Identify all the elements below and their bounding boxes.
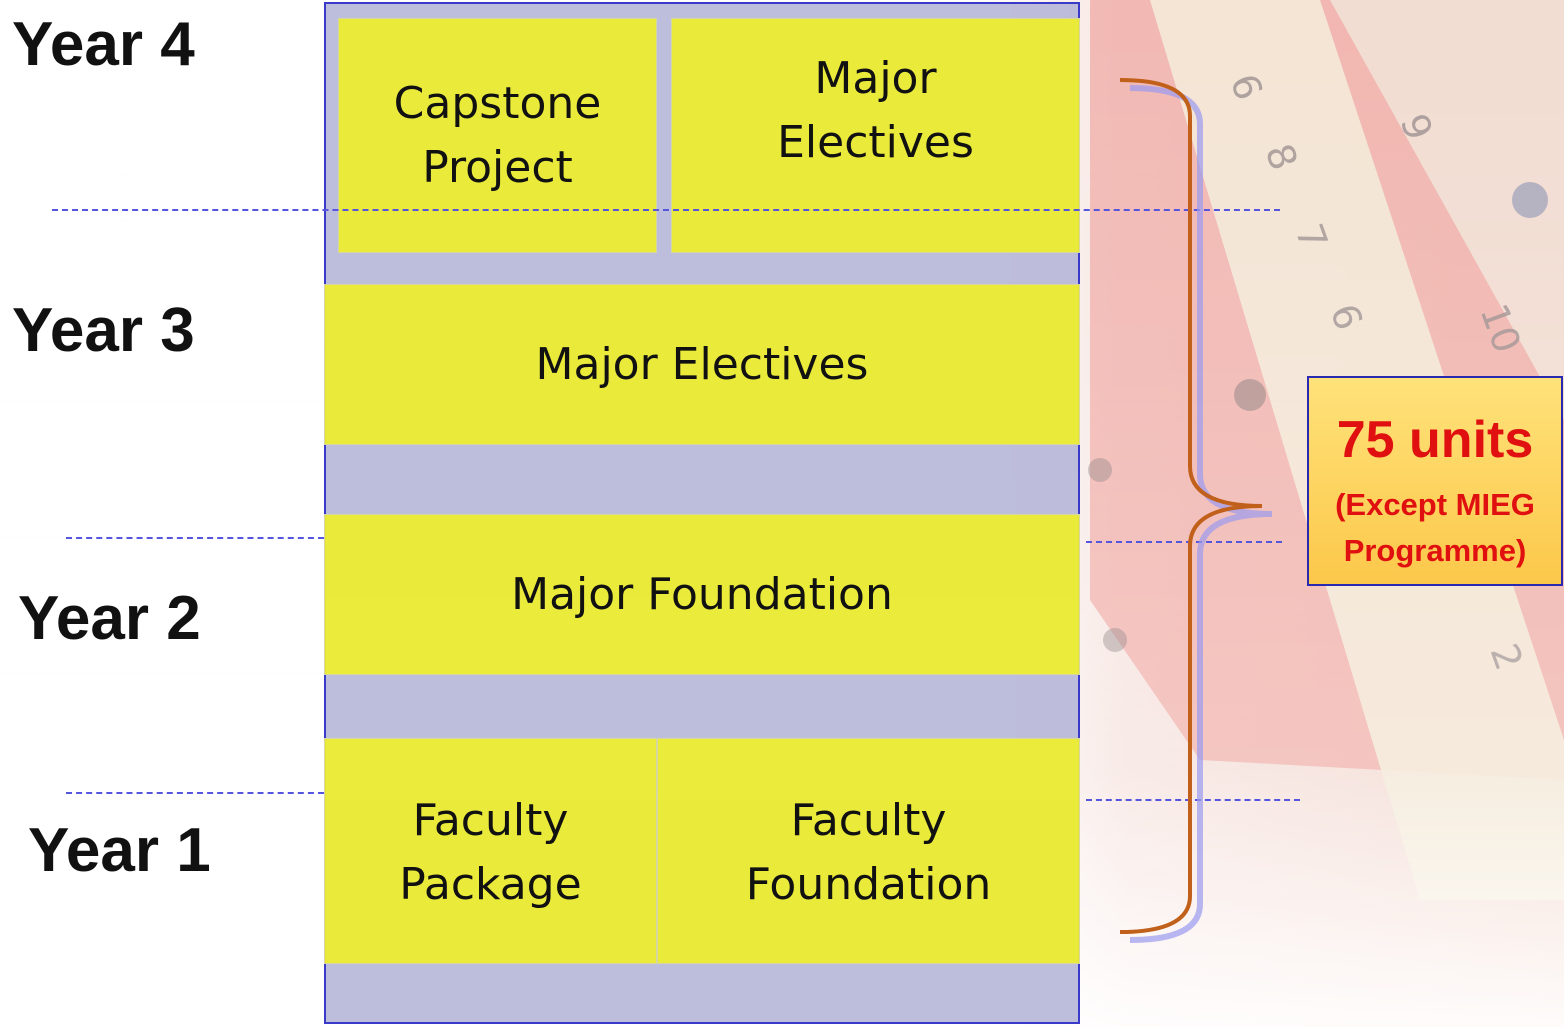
units-note-line-2: Programme) (1343, 533, 1527, 568)
separator-year4-year3-left (52, 209, 1280, 211)
major-electives-year4-block: Major Electives (671, 18, 1080, 253)
capstone-line-1: Capstone (393, 77, 602, 129)
units-callout: 75 units (Except MIEG Programme) (1307, 376, 1563, 586)
faculty-package-line-1: Faculty (412, 795, 569, 846)
faculty-package-block: Faculty Package (324, 738, 657, 964)
units-note-line-1: (Except MIEG (1335, 487, 1535, 522)
separator-year3-year2-right (1086, 541, 1282, 543)
faculty-foundation-line-1: Faculty (790, 795, 947, 846)
year-4-label: Year 4 (12, 10, 195, 79)
capstone-project-block: Capstone Project (338, 18, 657, 253)
major-electives-y3-label: Major Electives (535, 338, 869, 390)
faculty-foundation-block: Faculty Foundation (657, 738, 1080, 964)
separator-year3-year2-left (66, 537, 324, 539)
year-1-label: Year 1 (28, 816, 211, 885)
major-electives-y4-line-1: Major (814, 53, 937, 104)
capstone-line-2: Project (422, 141, 573, 193)
major-electives-year3-block: Major Electives (324, 284, 1080, 445)
units-total: 75 units (1336, 411, 1534, 469)
major-foundation-block: Major Foundation (324, 514, 1080, 675)
units-note: (Except MIEG Programme) (1309, 482, 1561, 574)
major-foundation-label: Major Foundation (511, 568, 893, 620)
year-2-label: Year 2 (18, 584, 201, 653)
faculty-foundation-line-2: Foundation (745, 859, 992, 910)
year-3-label: Year 3 (12, 296, 195, 365)
separator-year2-year1-left (66, 792, 324, 794)
major-electives-y4-line-2: Electives (777, 117, 974, 168)
faculty-package-line-2: Package (399, 859, 582, 910)
separator-year2-year1-right (1086, 799, 1300, 801)
